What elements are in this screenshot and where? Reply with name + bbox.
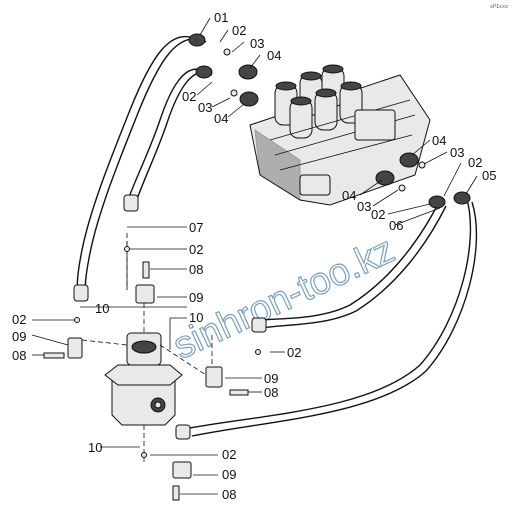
label-10-left: 10 bbox=[95, 301, 109, 316]
label-02-center: 02 bbox=[371, 207, 385, 222]
swivel-joint bbox=[104, 332, 183, 426]
label-04-top: 04 bbox=[267, 48, 281, 63]
connector-blocks bbox=[43, 261, 249, 501]
hoses bbox=[73, 33, 478, 440]
label-08-bottom: 08 bbox=[222, 487, 236, 502]
label-04-right: 04 bbox=[432, 133, 446, 148]
label-03-center: 03 bbox=[357, 199, 371, 214]
label-02-lower-right: 02 bbox=[287, 345, 301, 360]
label-09-bottom: 09 bbox=[222, 467, 236, 482]
label-08-lower-right: 08 bbox=[264, 385, 278, 400]
label-02-top: 02 bbox=[232, 23, 246, 38]
label-03-top: 03 bbox=[250, 36, 264, 51]
label-04-upper-left: 04 bbox=[214, 111, 228, 126]
label-06: 06 bbox=[389, 218, 403, 233]
label-02-bottom: 02 bbox=[222, 447, 236, 462]
label-07: 07 bbox=[189, 220, 203, 235]
label-10-bottom: 10 bbox=[88, 440, 102, 455]
label-03-right: 03 bbox=[450, 145, 464, 160]
label-08-left: 08 bbox=[12, 348, 26, 363]
label-08-mid: 08 bbox=[189, 262, 203, 277]
label-09-mid: 09 bbox=[189, 290, 203, 305]
label-05: 05 bbox=[482, 168, 496, 183]
label-09-left: 09 bbox=[12, 329, 26, 344]
control-valve-block bbox=[249, 64, 431, 206]
label-02-mid: 02 bbox=[189, 242, 203, 257]
label-10-upper: 10 bbox=[189, 310, 203, 325]
part-labels: 01 02 03 04 02 03 04 04 03 02 05 04 03 0… bbox=[12, 10, 496, 502]
label-04-center: 04 bbox=[342, 188, 356, 203]
label-09-lower-right: 09 bbox=[264, 371, 278, 386]
label-03-upper-left: 03 bbox=[198, 100, 212, 115]
label-01: 01 bbox=[214, 10, 228, 25]
label-02-left: 02 bbox=[12, 312, 26, 327]
leader-lines bbox=[31, 17, 478, 495]
label-02-upper-left: 02 bbox=[182, 89, 196, 104]
label-02-right: 02 bbox=[468, 155, 482, 170]
corner-code: xP1xxx bbox=[490, 4, 508, 10]
washers bbox=[74, 246, 261, 458]
